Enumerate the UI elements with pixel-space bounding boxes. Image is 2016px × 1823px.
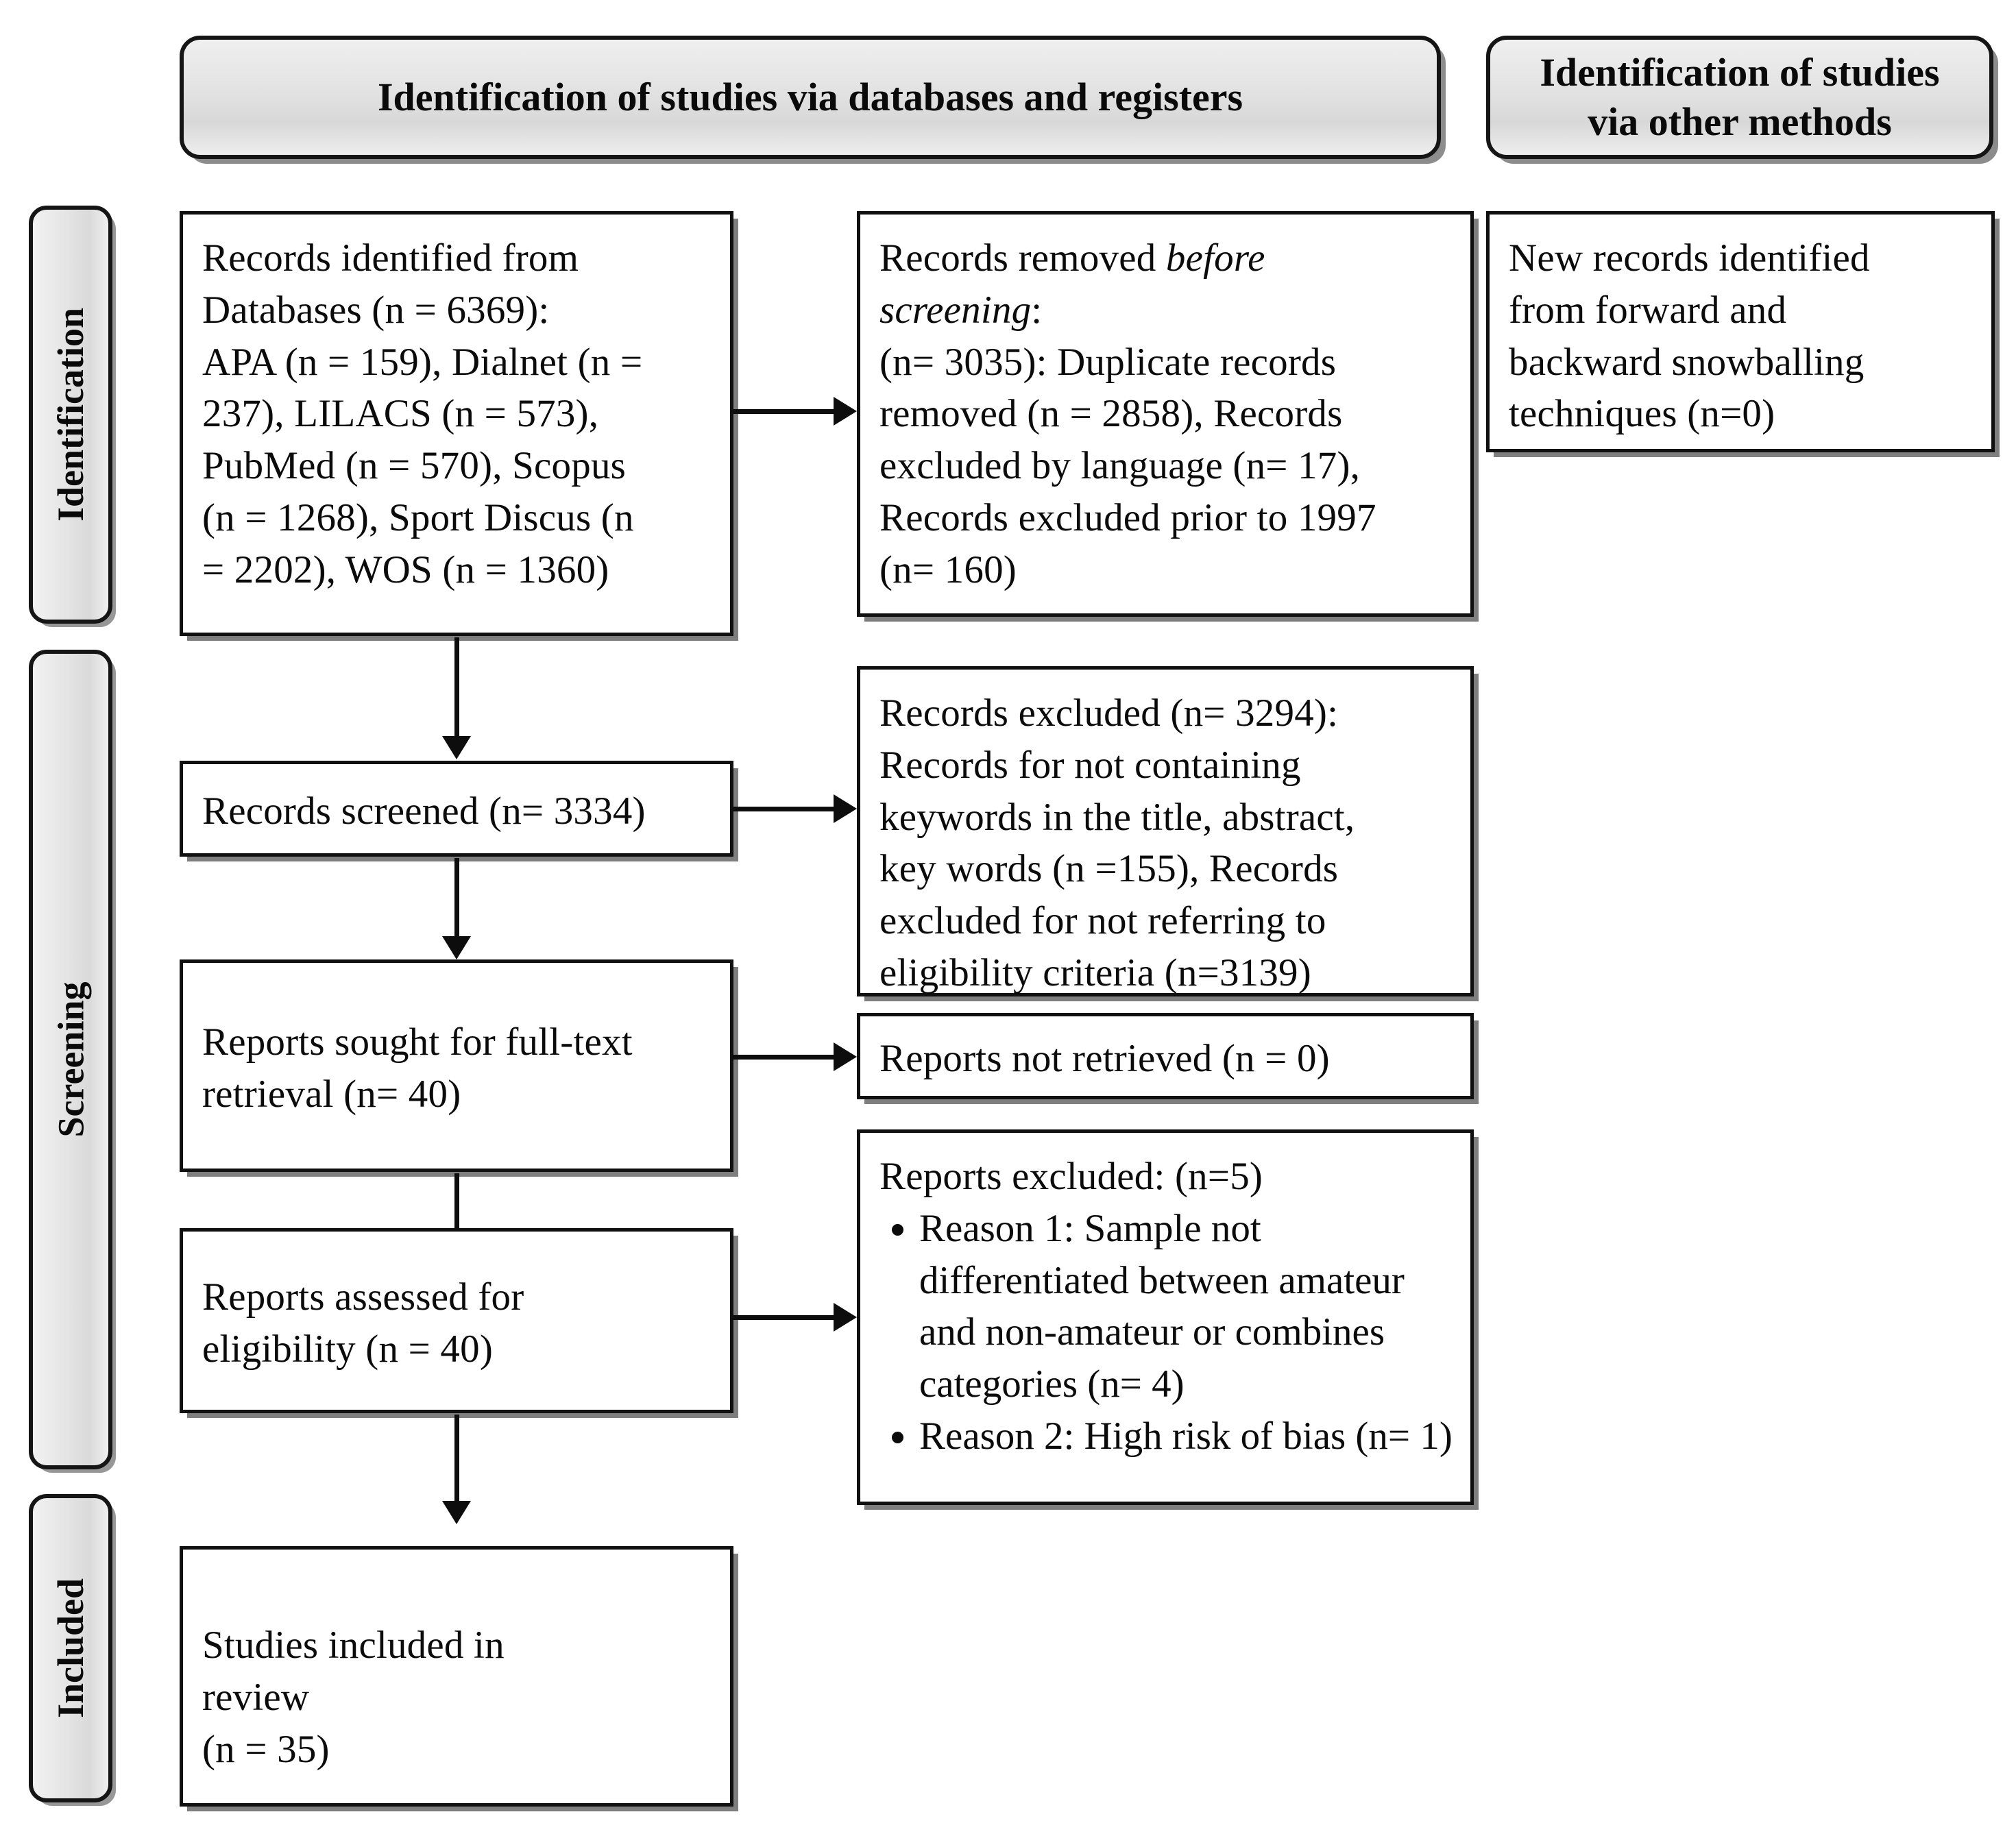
box-records-identified-text: Records identified from Databases (n = 6… [202,236,643,591]
stage-label-identification: Identification [29,206,112,624]
box-records-removed-before-screening: Records removed before screening: (n= 303… [857,211,1474,617]
arrow-screened-to-excluded [733,794,857,824]
records-removed-before-em: before [1165,236,1265,280]
arrow-sought-to-not-retrieved [733,1042,857,1072]
box-records-removed-heading: Records removed before screening: [879,232,1454,337]
box-reports-sought: Reports sought for full-text retrieval (… [180,959,733,1172]
records-removed-colon: : [1031,288,1043,332]
box-reports-not-retrieved-text: Reports not retrieved (n = 0) [879,1037,1330,1081]
arrow-assessed-to-included [441,1415,472,1524]
box-new-records-other-methods-text: New records identified from forward and … [1509,236,1870,436]
box-records-excluded: Records excluded (n= 3294): Records for … [857,666,1474,996]
records-removed-screening-em: screening [879,288,1032,332]
header-databases-registers-label: Identification of studies via databases … [377,74,1243,119]
box-studies-included-text: Studies included in review (n = 35) [202,1624,505,1771]
header-databases-registers: Identification of studies via databases … [180,36,1441,159]
reports-excluded-reason-2: Reason 2: High risk of bias (n= 1) [919,1410,1454,1463]
reports-excluded-reason-1: Reason 1: Sample not differentiated betw… [919,1203,1454,1410]
box-studies-included: Studies included in review (n = 35) [180,1546,733,1807]
arrow-identified-to-screened [441,637,472,759]
box-new-records-other-methods: New records identified from forward and … [1486,211,1995,452]
reports-excluded-reason-list: Reason 1: Sample not differentiated betw… [879,1203,1454,1463]
arrow-assessed-to-excluded [733,1302,857,1332]
header-other-methods: Identification of studies via other meth… [1486,36,1993,159]
stage-label-screening-text: Screening [50,981,91,1138]
box-records-removed-body: (n= 3035): Duplicate records removed (n … [879,340,1376,591]
arrow-identified-to-removed [733,396,857,426]
records-removed-prefix: Records removed [879,236,1166,280]
arrow-screened-to-sought [441,858,472,959]
box-reports-not-retrieved: Reports not retrieved (n = 0) [857,1013,1474,1099]
stage-label-included: Included [29,1494,112,1802]
box-reports-sought-text: Reports sought for full-text retrieval (… [202,1020,633,1116]
box-records-excluded-text: Records excluded (n= 3294): Records for … [879,692,1355,994]
box-reports-excluded-title: Reports excluded: (n=5) [879,1155,1263,1198]
box-reports-assessed: Reports assessed for eligibility (n = 40… [180,1228,733,1413]
box-records-screened-text: Records screened (n= 3334) [202,790,646,833]
box-reports-assessed-text: Reports assessed for eligibility (n = 40… [202,1275,524,1371]
box-records-screened: Records screened (n= 3334) [180,761,733,857]
stage-label-identification-text: Identification [50,307,92,522]
box-records-identified: Records identified from Databases (n = 6… [180,211,733,636]
stage-label-included-text: Included [50,1578,91,1719]
header-other-methods-label: Identification of studies via other meth… [1540,49,1940,145]
box-reports-excluded: Reports excluded: (n=5) Reason 1: Sample… [857,1129,1474,1505]
stage-label-screening: Screening [29,650,112,1469]
